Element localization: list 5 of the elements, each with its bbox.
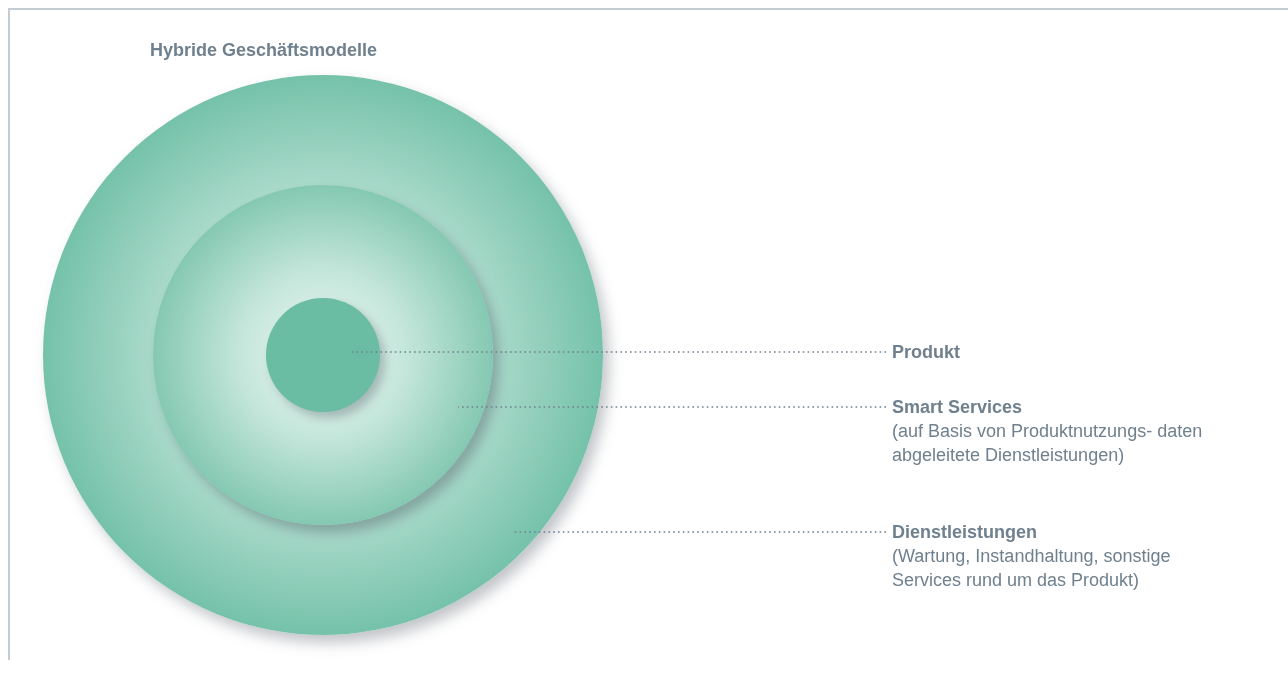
callout-text: (auf Basis von Produktnutzungs- daten abgeleitete Dienstleistungen)	[891, 420, 1204, 467]
leader-line	[457, 406, 887, 408]
leader-line	[351, 351, 887, 353]
callout-text: (Wartung, Instandhaltung, sonstige Services rund um das Produkt)	[891, 545, 1172, 592]
diagram-title: Hybride Geschäftsmodelle	[150, 40, 378, 61]
